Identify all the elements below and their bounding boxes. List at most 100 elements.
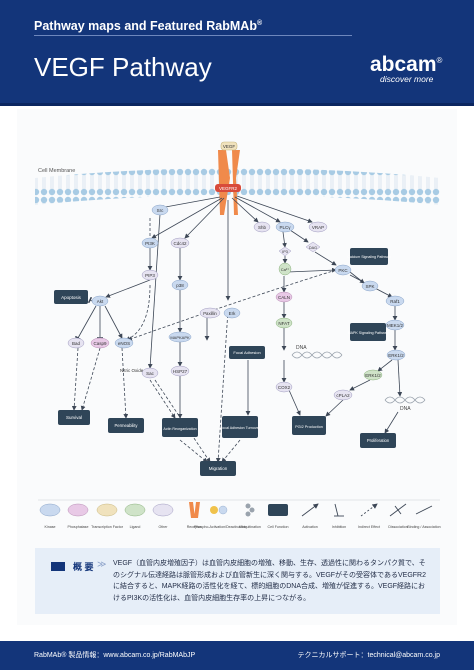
svg-text:Focal Adhesion: Focal Adhesion [233,350,260,355]
node-raf: Raf1 [385,295,405,307]
legend-inhibition-icon [334,503,344,517]
svg-text:VEGFR2: VEGFR2 [219,186,238,191]
node-nfat: NFAT [275,317,293,329]
svg-text:MAPK Signaling Pathway: MAPK Signaling Pathway [348,331,389,335]
svg-text:Dissociation: Dissociation [388,525,407,529]
box-focal-turnover: Focal Adhesion Turnover [220,416,261,438]
node-pkc: PKC [334,264,352,276]
svg-text:Ubiquitination: Ubiquitination [239,525,261,529]
page-title: VEGF Pathway [34,52,212,82]
svg-text:NFAT: NFAT [278,321,289,326]
legend-phospho-icon [210,505,228,515]
node-sphk: SPK [361,280,379,292]
legend-ligand-icon [124,503,146,517]
box-apoptosis: Apoptosis [54,290,88,304]
svg-text:ERK1/2: ERK1/2 [365,373,381,378]
svg-text:PI3K: PI3K [145,241,155,246]
footer-support-link[interactable]: テクニカルサポート：technical@abcam.co.jp [297,652,440,659]
svg-text:Ligand: Ligand [130,525,141,529]
svg-text:ERK1/2: ERK1/2 [388,353,404,358]
pathway-edges [74,195,403,434]
svg-text:Migration: Migration [209,466,228,471]
svg-text:PGI2 Production: PGI2 Production [295,425,323,429]
indirect-edges [71,218,337,463]
cell-function-boxes: Apoptosis Calcium Signaling Pathway MAPK… [54,248,396,476]
node-cox2: COX2 [275,381,293,393]
node-ip3: IP3 [278,246,292,257]
series-title: Pathway maps and Featured RabMAb® [34,19,263,33]
legend-indirect-icon [360,503,378,517]
svg-text:PLCγ: PLCγ [279,225,291,230]
legend-ubiquitination-icon [245,503,255,517]
svg-text:Kinase: Kinase [45,525,56,529]
summary-arrow-icon: ≫ [97,559,107,569]
svg-text:Paxillin: Paxillin [203,311,217,316]
node-cdc42: Cdc42 [170,237,190,249]
node-akt: Akt [91,295,109,307]
svg-text:Inhibition: Inhibition [332,525,346,529]
box-proliferation: Proliferation [360,433,396,448]
dna-helix-1 [291,351,343,359]
node-fak: Erk [223,307,241,319]
svg-text:Indirect Effect: Indirect Effect [358,525,380,529]
dna-helix-2 [384,396,426,404]
node-mek: MEK1/2 [385,319,405,331]
svg-text:Erk: Erk [229,311,237,316]
svg-text:Receptor: Receptor [187,525,202,529]
svg-text:Phospho-Activation/Deactivatio: Phospho-Activation/Deactivation [194,525,246,529]
svg-text:Ca²⁺: Ca²⁺ [281,267,290,272]
legend-cell-function-icon [268,504,288,516]
summary-label: 概 要 [73,562,94,572]
node-pip3: PIP3 [141,269,159,281]
svg-text:MAPKAPK: MAPKAPK [170,335,190,340]
header-divider [34,35,352,36]
svg-text:VEGF: VEGF [223,144,236,149]
svg-text:Activation: Activation [302,525,318,529]
node-mapkapk: MAPKAPK [168,331,192,343]
node-erk: ERK1/2 [386,349,406,361]
svg-text:Binding / Association: Binding / Association [407,525,440,529]
nitric-oxide-label: Nitric Oxide [120,368,144,373]
legend-tf-icon [96,503,118,517]
svg-text:Sac: Sac [146,371,155,376]
box-actin: Actin Reorganization [162,418,198,437]
svg-text:p38: p38 [176,283,184,288]
node-erk-tf: ERK1/2 [363,369,383,381]
node-hsp27: HSP27 [170,365,190,377]
legend-receptor-icon [189,502,200,518]
legend-kinase-icon [39,503,61,517]
svg-text:eNOS: eNOS [118,341,130,346]
svg-text:MEK1/2: MEK1/2 [387,323,404,328]
node-vrap: VRAP [308,221,328,233]
footer-product-link[interactable]: RabMAb® 製品情報：www.abcam.co.jp/RabMAbJP [34,652,196,659]
dna-label-2: DNA [400,406,411,412]
node-sac: Sac [141,367,159,379]
svg-text:CALN: CALN [278,295,290,300]
brand-logo: abcam® [370,53,443,76]
svg-text:IP3: IP3 [282,250,288,254]
kinase-nodes: Src PI3K Cdc42 Shb PLCγ VRAP IP3 DAG Ca²… [67,204,406,401]
svg-text:Proliferation: Proliferation [367,438,390,443]
svg-text:HSP27: HSP27 [173,369,188,374]
svg-text:Calcium Signaling Pathway: Calcium Signaling Pathway [347,255,391,259]
svg-text:Raf1: Raf1 [390,299,400,304]
header-underline [0,103,474,106]
node-casp9: Casp9 [90,337,110,349]
box-survival: Survival [58,410,90,425]
legend-dissociation-icon [389,503,407,517]
svg-text:COX2: COX2 [278,385,291,390]
svg-text:Apoptosis: Apoptosis [61,295,82,300]
pathway-diagram: Cell Membrane VEGF VEGFR2 [35,141,441,529]
svg-text:Permeability: Permeability [114,423,138,428]
node-p38: p38 [171,279,189,291]
footer-bar [0,641,474,670]
svg-text:Phosphatase: Phosphatase [68,525,89,529]
svg-text:cPLA2: cPLA2 [336,393,350,398]
box-migration: Migration [200,461,236,476]
svg-text:Bad: Bad [72,341,81,346]
svg-text:Other: Other [159,525,169,529]
node-calcineurin: CALN [275,291,293,303]
summary-panel: 概 要 ≫ VEGF（血管内皮増殖因子）は血管内皮細胞の増殖、移動、生存、透過性… [35,548,440,614]
svg-text:Transcription Factor: Transcription Factor [91,525,124,529]
legend-binding-icon [415,505,433,515]
